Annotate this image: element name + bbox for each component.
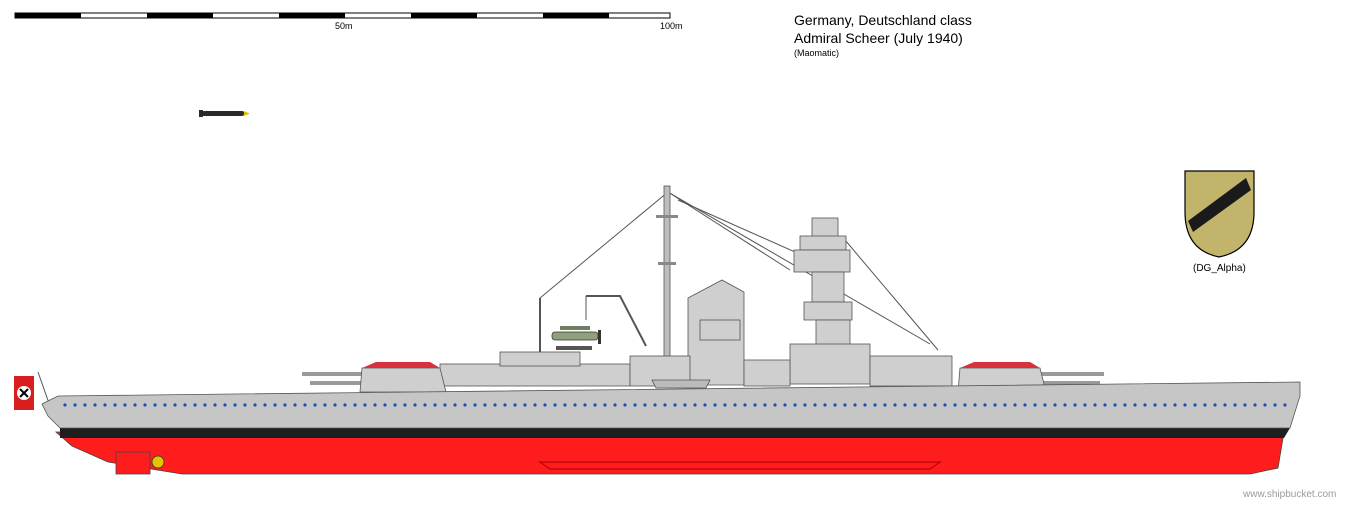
- hull: [41, 381, 1301, 475]
- watermark: www.shipbucket.com: [1243, 489, 1337, 500]
- superstructure: [439, 217, 953, 389]
- arado-seaplane: [551, 326, 601, 350]
- ensign-flag: [14, 371, 51, 410]
- aft-main-turret: [302, 362, 447, 393]
- scale-bar: [14, 12, 671, 19]
- foremast: [656, 185, 678, 377]
- artist-credit: (Maomatic): [794, 48, 840, 58]
- title-line-2: Admiral Scheer (July 1940): [794, 30, 963, 46]
- title-line-1: Germany, Deutschland class: [794, 12, 972, 28]
- scale-label-100m: 100m: [660, 21, 683, 31]
- crest-icon: [1184, 170, 1255, 258]
- torpedo-icon: [199, 110, 250, 117]
- scale-label-50m: 50m: [335, 21, 353, 31]
- crest-credit: (DG_Alpha): [1193, 263, 1246, 274]
- aircraft-crane: [539, 295, 647, 360]
